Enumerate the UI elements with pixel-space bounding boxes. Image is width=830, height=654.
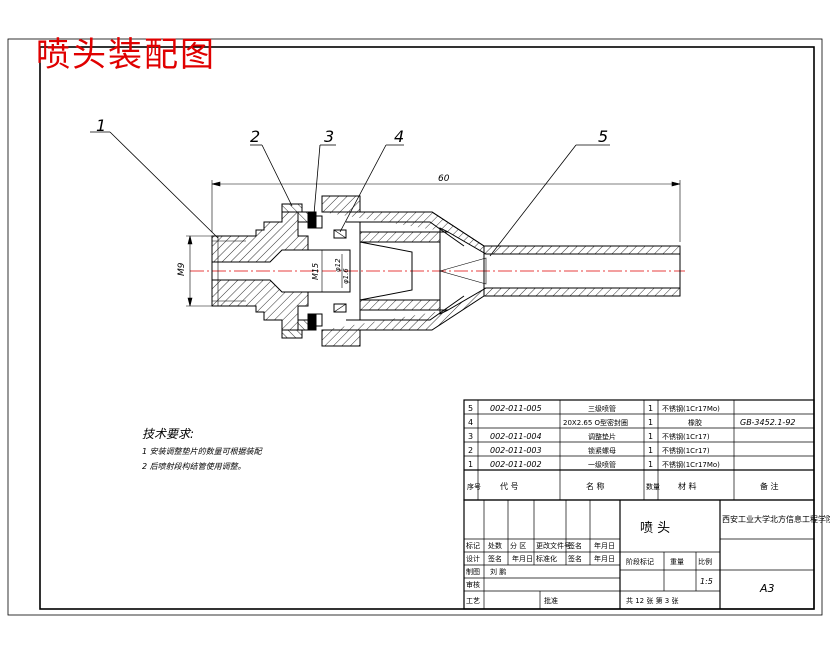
svg-text:1: 1 <box>648 460 653 469</box>
svg-text:制图: 制图 <box>466 567 480 576</box>
part-name: 喷 头 <box>640 521 670 536</box>
svg-text:批准: 批准 <box>544 596 558 605</box>
svg-text:不锈钢(1Cr17): 不锈钢(1Cr17) <box>662 432 710 441</box>
svg-text:序号: 序号 <box>467 482 481 491</box>
svg-text:2: 2 <box>468 446 473 455</box>
svg-text:1: 1 <box>648 418 653 427</box>
svg-text:调整垫片: 调整垫片 <box>588 432 616 441</box>
svg-text:材 料: 材 料 <box>678 481 697 491</box>
svg-text:1: 1 <box>648 404 653 413</box>
svg-text:三级喷管: 三级喷管 <box>588 404 616 413</box>
svg-text:1:5: 1:5 <box>700 577 713 586</box>
part-4-o-ring <box>321 195 361 347</box>
svg-text:审核: 审核 <box>466 580 480 589</box>
tech-heading: 技术要求: <box>142 427 195 441</box>
dim-dia-a: φ1.6 <box>342 268 350 284</box>
svg-text:橡胶: 橡胶 <box>688 418 702 427</box>
svg-text:处数: 处数 <box>488 541 502 550</box>
svg-text:不锈钢(1Cr17Mo): 不锈钢(1Cr17Mo) <box>662 460 720 469</box>
svg-text:数量: 数量 <box>646 482 660 491</box>
balloon-3: 3 <box>324 127 334 146</box>
svg-text:不锈钢(1Cr17Mo): 不锈钢(1Cr17Mo) <box>662 404 720 413</box>
svg-text:年月日: 年月日 <box>512 554 533 563</box>
title-block-text: 喷 头 西安工业大学北方信息工程学院 A3 标记 处数 分 区 更改文件号 签名… <box>466 514 830 605</box>
svg-text:5: 5 <box>468 404 473 413</box>
table-row: 2 002-011-003 锁紧螺母 1 不锈钢(1Cr17) <box>468 446 710 455</box>
part-3-adjust-shim <box>307 211 323 331</box>
part-1-first-stage-nozzle <box>211 211 351 331</box>
svg-text:20X2.65 O型密封圈: 20X2.65 O型密封圈 <box>563 418 628 427</box>
svg-text:002-011-004: 002-011-004 <box>490 432 542 441</box>
dimension-lines <box>186 180 681 307</box>
svg-text:签名: 签名 <box>568 541 582 550</box>
dim-thread-inner: M15 <box>311 263 320 280</box>
sheet-size: A3 <box>759 582 775 595</box>
svg-text:共 12 张 第 3 张: 共 12 张 第 3 张 <box>626 596 679 605</box>
svg-text:锁紧螺母: 锁紧螺母 <box>588 446 616 455</box>
svg-text:刘 鹏: 刘 鹏 <box>490 567 506 576</box>
outer-border <box>7 38 823 616</box>
svg-text:阶段标记: 阶段标记 <box>626 557 654 566</box>
table-row: 1 002-011-002 一级喷管 1 不锈钢(1Cr17Mo) <box>468 460 720 469</box>
svg-text:签名: 签名 <box>568 554 582 563</box>
svg-text:002-011-002: 002-011-002 <box>490 460 542 469</box>
svg-text:设计: 设计 <box>466 554 480 563</box>
svg-text:1: 1 <box>648 432 653 441</box>
svg-text:GB-3452.1-92: GB-3452.1-92 <box>740 418 796 427</box>
title-block <box>463 499 815 610</box>
svg-text:工艺: 工艺 <box>466 597 480 605</box>
svg-text:备 注: 备 注 <box>760 481 779 491</box>
svg-text:名 称: 名 称 <box>586 481 605 491</box>
table-row: 3 002-011-004 调整垫片 1 不锈钢(1Cr17) <box>468 432 710 441</box>
svg-text:3: 3 <box>468 432 473 441</box>
svg-text:4: 4 <box>468 418 473 427</box>
svg-text:002-011-005: 002-011-005 <box>490 404 542 413</box>
parts-list-rows: 5 002-011-005 三级喷管 1 不锈钢(1Cr17Mo) 4 20X2… <box>467 404 796 491</box>
part-5-third-stage-nozzle <box>322 211 681 331</box>
svg-text:标记: 标记 <box>466 541 480 550</box>
tech-item: 1 安装调整垫片的数量可根据装配 <box>142 447 262 456</box>
leader-lines <box>90 131 610 257</box>
balloon-5: 5 <box>598 127 608 146</box>
inner-border <box>39 46 815 610</box>
svg-text:更改文件号: 更改文件号 <box>536 541 571 550</box>
svg-text:分 区: 分 区 <box>510 541 526 550</box>
dim-dia-b: φ12 <box>334 258 342 272</box>
table-row: 5 002-011-005 三级喷管 1 不锈钢(1Cr17Mo) <box>468 404 720 413</box>
svg-text:002-011-003: 002-011-003 <box>490 446 542 455</box>
svg-text:一级喷管: 一级喷管 <box>588 460 616 469</box>
tech-requirements: 技术要求: 1 安装调整垫片的数量可根据装配 2 后喷射段构结管使用调整。 <box>142 425 262 472</box>
svg-text:1: 1 <box>468 460 473 469</box>
table-header-row: 序号 代 号 名 称 数量 材 料 备 注 <box>467 481 779 491</box>
company-name: 西安工业大学北方信息工程学院 <box>722 514 830 524</box>
dim-overall-length: 60 <box>438 174 450 184</box>
svg-text:比例: 比例 <box>698 557 712 566</box>
tech-item: 2 后喷射段构结管使用调整。 <box>142 462 246 471</box>
balloon-1: 1 <box>96 116 106 135</box>
drawing-title: 喷头装配图 <box>36 35 216 75</box>
svg-text:不锈钢(1Cr17): 不锈钢(1Cr17) <box>662 446 710 455</box>
svg-text:年月日: 年月日 <box>594 541 615 550</box>
balloon-4: 4 <box>394 127 404 146</box>
balloon-2: 2 <box>250 127 260 146</box>
svg-text:年月日: 年月日 <box>594 554 615 563</box>
svg-text:代 号: 代 号 <box>500 481 519 491</box>
svg-text:重量: 重量 <box>670 558 684 566</box>
svg-text:标准化: 标准化 <box>536 554 557 563</box>
table-row: 4 20X2.65 O型密封圈 1 橡胶 GB-3452.1-92 <box>468 418 796 427</box>
parts-list-table <box>463 399 815 501</box>
svg-text:签名: 签名 <box>488 554 502 563</box>
dim-thread-main: M9 <box>177 262 187 276</box>
nozzle-section-view <box>90 131 685 347</box>
svg-text:1: 1 <box>648 446 653 455</box>
